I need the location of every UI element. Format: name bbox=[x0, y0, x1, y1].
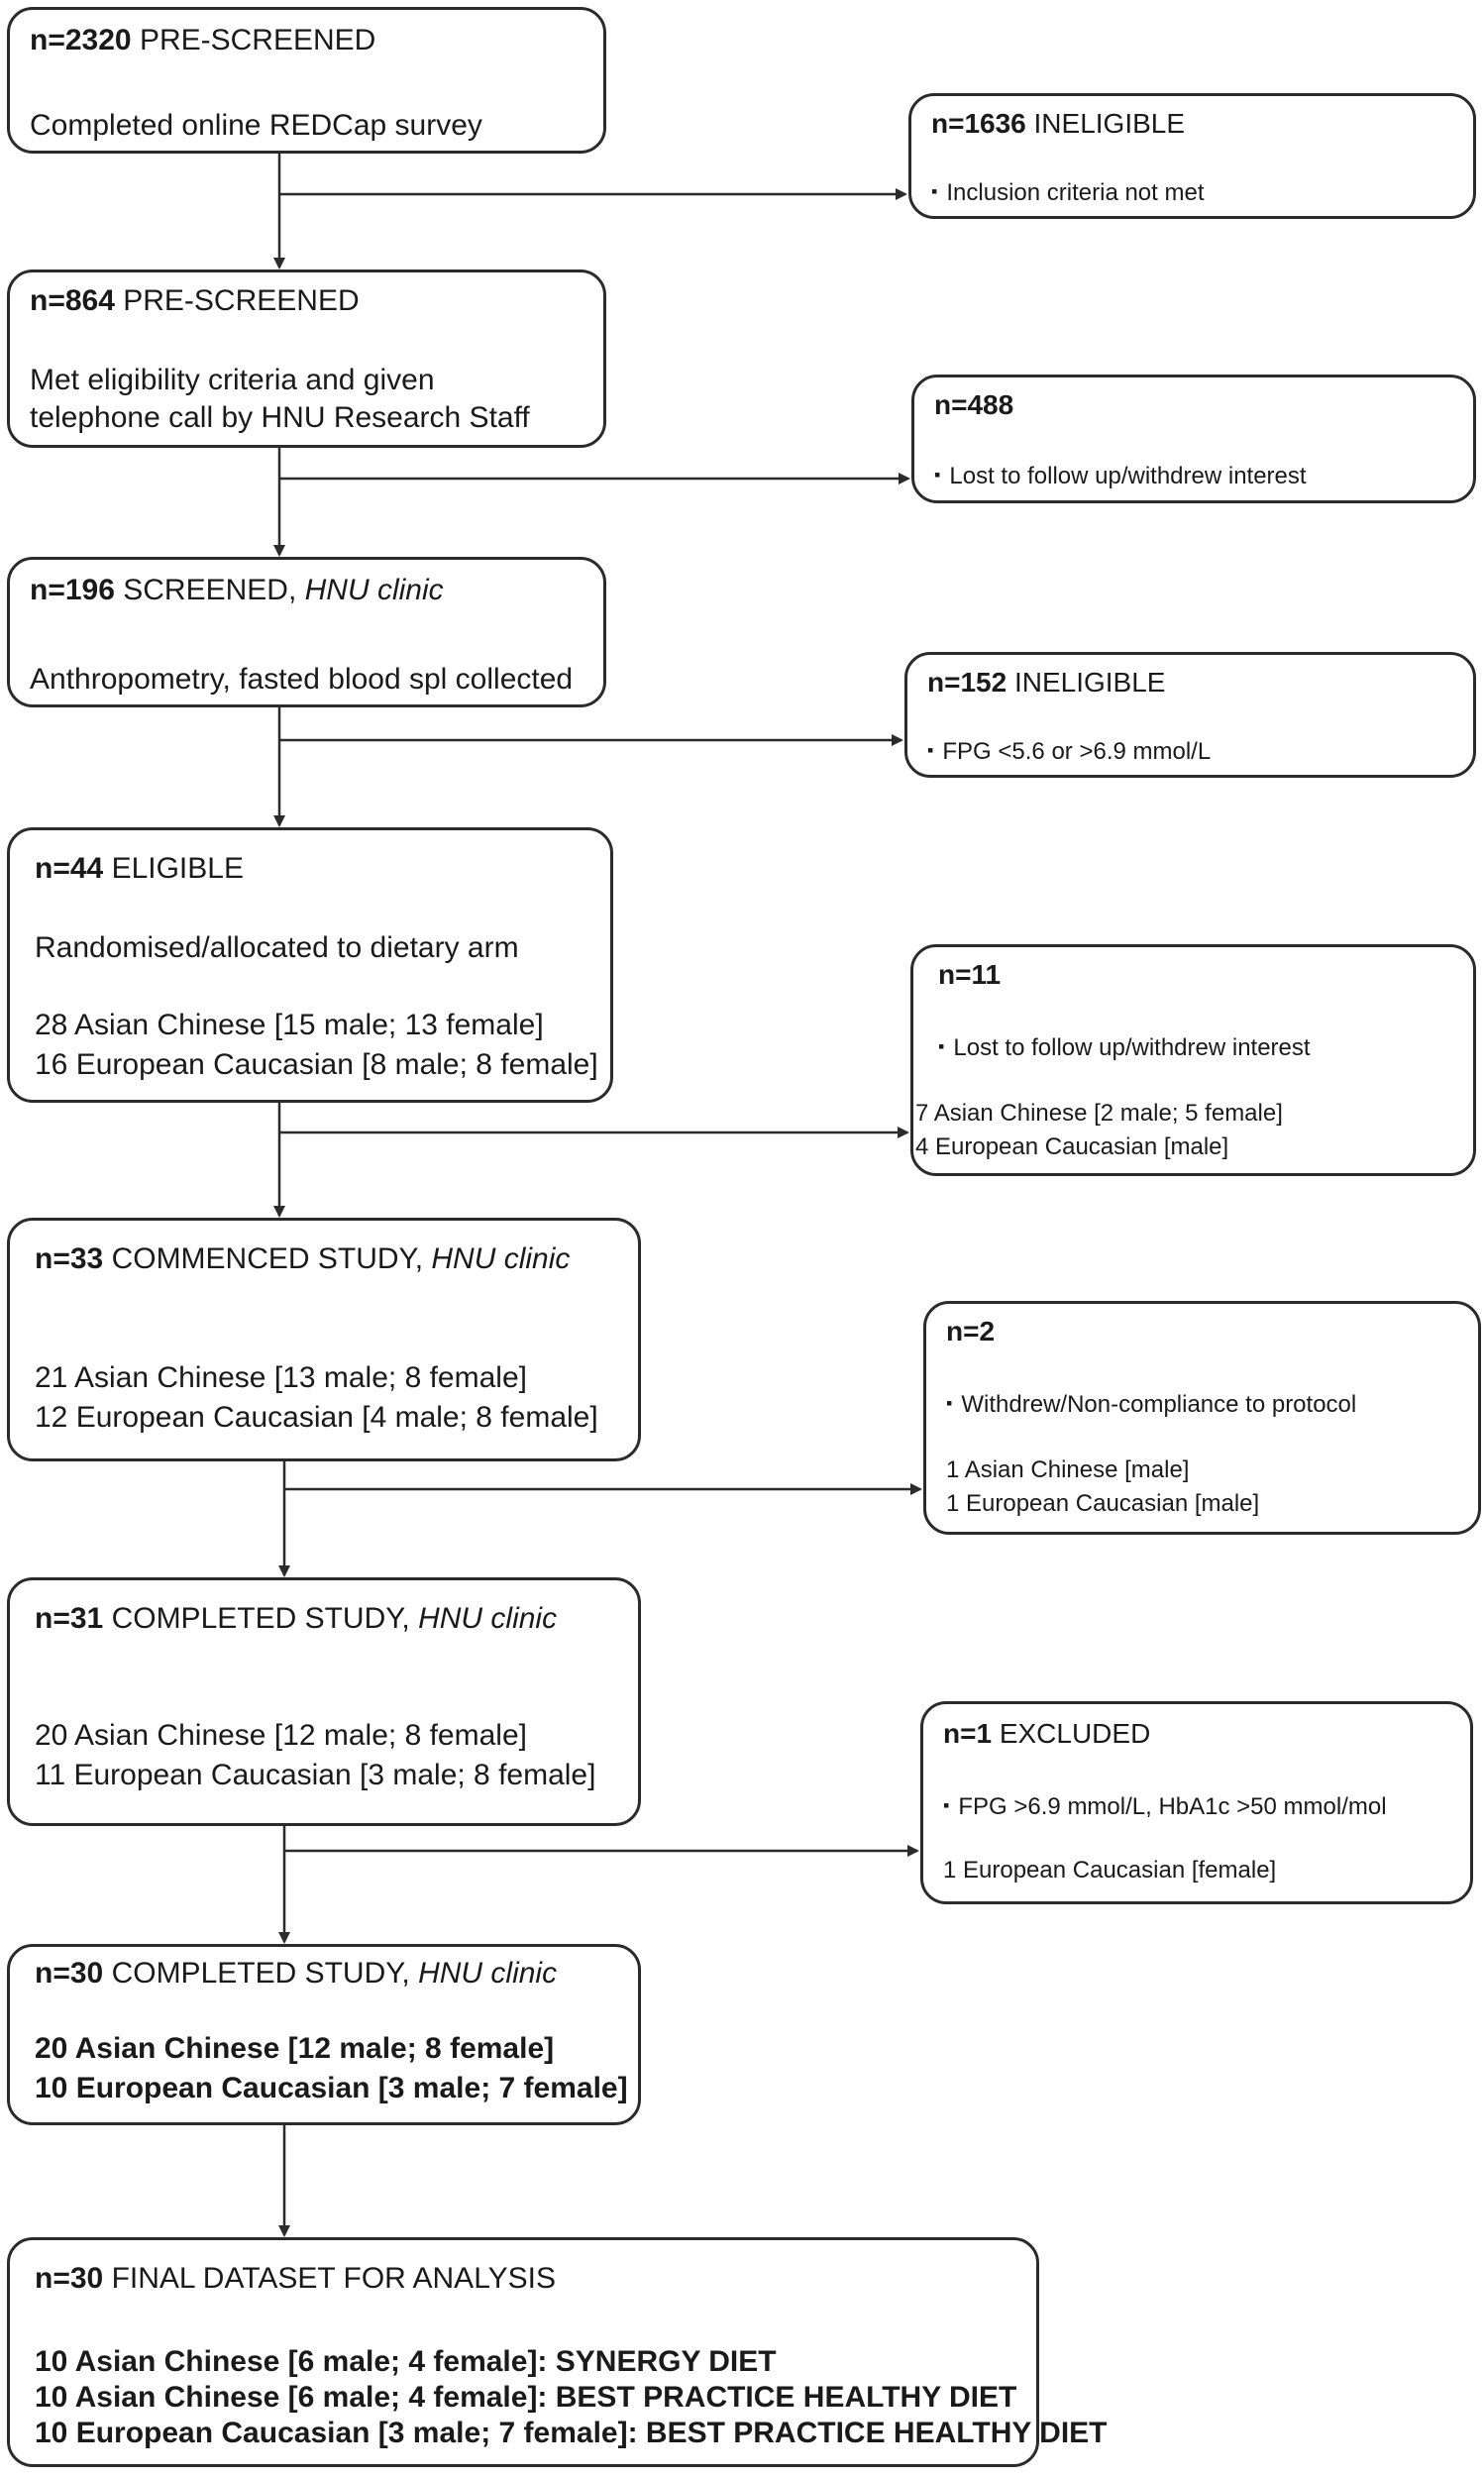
box-heading: n=2320 PRE-SCREENED bbox=[30, 24, 375, 57]
box-completed-31: n=31 COMPLETED STUDY, HNU clinic 20 Asia… bbox=[7, 1577, 641, 1826]
stage-label: INELIGIBLE bbox=[1033, 108, 1186, 139]
box-detail: 10 Asian Chinese [6 male; 4 female]: SYN… bbox=[35, 2345, 777, 2378]
clinic-label: HNU clinic bbox=[418, 1602, 558, 1635]
stage-label: COMPLETED STUDY, bbox=[111, 1602, 410, 1635]
side-detail: 7 Asian Chinese [2 male; 5 female] bbox=[915, 1100, 1283, 1127]
box-heading: n=196 SCREENED, HNU clinic bbox=[30, 574, 444, 607]
stage-label: INELIGIBLE bbox=[1013, 667, 1166, 698]
count-label: n=2320 bbox=[30, 24, 132, 56]
count-label: n=30 bbox=[35, 1957, 104, 1990]
box-detail: 21 Asian Chinese [13 male; 8 female] bbox=[35, 1361, 527, 1394]
count-label: n=1636 bbox=[931, 108, 1026, 139]
box-prescreened-864: n=864 PRE-SCREENED Met eligibility crite… bbox=[7, 269, 606, 448]
box-detail: 10 Asian Chinese [6 male; 4 female]: BES… bbox=[35, 2381, 1017, 2414]
count-label: n=1 bbox=[943, 1718, 993, 1749]
box-prescreened-2320: n=2320 PRE-SCREENED Completed online RED… bbox=[7, 7, 606, 154]
side-box-ineligible-1636: n=1636 INELIGIBLE Inclusion criteria not… bbox=[908, 93, 1476, 219]
box-detail: telephone call by HNU Research Staff bbox=[30, 401, 530, 434]
side-heading: n=11 bbox=[938, 959, 1001, 991]
box-heading: n=30 COMPLETED STUDY, HNU clinic bbox=[35, 1957, 557, 1991]
box-detail: 16 European Caucasian [8 male; 8 female] bbox=[35, 1048, 598, 1081]
side-heading: n=1636 INELIGIBLE bbox=[931, 108, 1185, 140]
box-heading: n=864 PRE-SCREENED bbox=[30, 284, 360, 318]
box-heading: n=30 FINAL DATASET FOR ANALYSIS bbox=[35, 2262, 556, 2296]
box-eligible-44: n=44 ELIGIBLE Randomised/allocated to di… bbox=[7, 827, 613, 1103]
box-detail: 10 European Caucasian [3 male; 7 female] bbox=[35, 2072, 628, 2104]
box-detail: Randomised/allocated to dietary arm bbox=[35, 931, 519, 964]
side-heading: n=2 bbox=[946, 1316, 995, 1347]
stage-label: ELIGIBLE bbox=[111, 852, 244, 885]
stage-label: COMPLETED STUDY, bbox=[111, 1957, 410, 1990]
side-heading: n=1 EXCLUDED bbox=[943, 1718, 1150, 1750]
box-detail: 20 Asian Chinese [12 male; 8 female] bbox=[35, 2032, 555, 2065]
side-heading: n=152 INELIGIBLE bbox=[927, 667, 1165, 699]
box-completed-30: n=30 COMPLETED STUDY, HNU clinic 20 Asia… bbox=[7, 1944, 641, 2125]
box-final-dataset: n=30 FINAL DATASET FOR ANALYSIS 10 Asian… bbox=[7, 2237, 1108, 2467]
box-heading: n=44 ELIGIBLE bbox=[35, 852, 244, 886]
side-detail: 1 European Caucasian [female] bbox=[943, 1857, 1277, 1884]
count-label: n=33 bbox=[35, 1242, 104, 1275]
box-detail: 28 Asian Chinese [15 male; 13 female] bbox=[35, 1009, 544, 1041]
count-label: n=44 bbox=[35, 852, 104, 885]
box-screened-196: n=196 SCREENED, HNU clinic Anthropometry… bbox=[7, 557, 606, 707]
clinic-label: HNU clinic bbox=[431, 1242, 571, 1275]
count-label: n=31 bbox=[35, 1602, 104, 1635]
count-label: n=196 bbox=[30, 574, 115, 606]
side-box-lost-488: n=488 Lost to follow up/withdrew interes… bbox=[911, 375, 1476, 503]
side-detail: 1 Asian Chinese [male] bbox=[946, 1456, 1190, 1483]
clinic-label: HNU clinic bbox=[304, 574, 444, 606]
side-box-lost-11: n=11 Lost to follow up/withdrew interest… bbox=[910, 944, 1476, 1176]
count-label: n=152 bbox=[927, 667, 1007, 698]
side-box-ineligible-152: n=152 INELIGIBLE FPG <5.6 or >6.9 mmol/L bbox=[904, 652, 1476, 778]
side-box-withdrew-2: n=2 Withdrew/Non-compliance to protocol … bbox=[923, 1301, 1481, 1535]
box-detail: Anthropometry, fasted blood spl collecte… bbox=[30, 663, 574, 696]
box-heading: n=33 COMMENCED STUDY, HNU clinic bbox=[35, 1242, 570, 1276]
count-label: n=30 bbox=[35, 2262, 104, 2295]
box-detail: 12 European Caucasian [4 male; 8 female] bbox=[35, 1401, 598, 1434]
count-label: n=864 bbox=[30, 284, 115, 317]
side-bullet: Lost to follow up/withdrew interest bbox=[934, 463, 1306, 490]
box-detail: 20 Asian Chinese [12 male; 8 female] bbox=[35, 1719, 527, 1752]
box-commenced-33: n=33 COMMENCED STUDY, HNU clinic 21 Asia… bbox=[7, 1218, 641, 1461]
side-bullet: Lost to follow up/withdrew interest bbox=[938, 1034, 1310, 1062]
stage-label: PRE-SCREENED bbox=[139, 24, 376, 56]
box-detail: 11 European Caucasian [3 male; 8 female] bbox=[35, 1759, 596, 1791]
stage-label: SCREENED, bbox=[123, 574, 297, 606]
box-detail: Completed online REDCap survey bbox=[30, 109, 482, 142]
stage-label: EXCLUDED bbox=[999, 1718, 1151, 1749]
stage-label: FINAL DATASET FOR ANALYSIS bbox=[111, 2262, 557, 2295]
side-bullet: FPG >6.9 mmol/L, HbA1c >50 mmol/mol bbox=[943, 1793, 1386, 1821]
count-label: n=488 bbox=[934, 389, 1014, 420]
box-detail: 10 European Caucasian [3 male; 7 female]… bbox=[35, 2417, 1108, 2449]
count-label: n=11 bbox=[938, 959, 1002, 990]
box-detail: Met eligibility criteria and given bbox=[30, 364, 435, 396]
stage-label: COMMENCED STUDY, bbox=[111, 1242, 424, 1275]
clinic-label: HNU clinic bbox=[418, 1957, 558, 1990]
count-label: n=2 bbox=[946, 1316, 996, 1346]
side-detail: 4 European Caucasian [male] bbox=[915, 1133, 1229, 1160]
side-heading: n=488 bbox=[934, 389, 1013, 421]
side-bullet: FPG <5.6 or >6.9 mmol/L bbox=[927, 738, 1211, 766]
box-heading: n=31 COMPLETED STUDY, HNU clinic bbox=[35, 1602, 557, 1636]
side-detail: 1 European Caucasian [male] bbox=[946, 1490, 1260, 1517]
side-bullet: Inclusion criteria not met bbox=[931, 179, 1204, 207]
side-bullet: Withdrew/Non-compliance to protocol bbox=[946, 1391, 1356, 1419]
side-box-excluded-1: n=1 EXCLUDED FPG >6.9 mmol/L, HbA1c >50 … bbox=[920, 1701, 1473, 1904]
stage-label: PRE-SCREENED bbox=[123, 284, 360, 317]
